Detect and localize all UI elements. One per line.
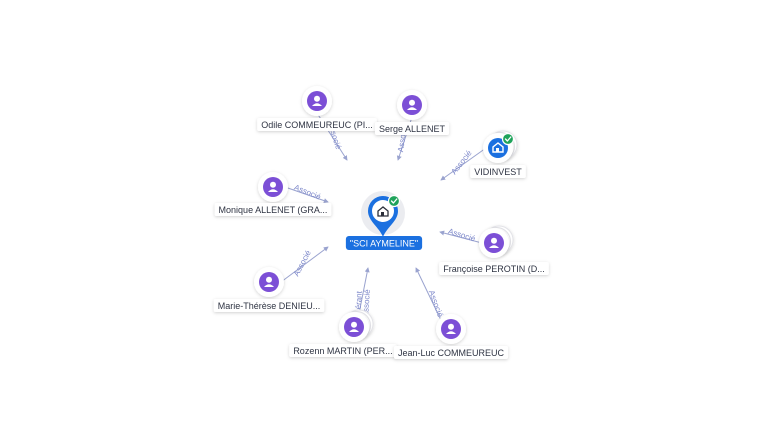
center-node[interactable] — [361, 191, 405, 237]
node-jeanluc[interactable] — [436, 314, 466, 344]
center-label-text: "SCI AYMELINE" — [350, 239, 418, 249]
node-label-serge-text: Serge ALLENET — [379, 124, 446, 134]
verified-check-icon — [501, 132, 515, 146]
edge-francoise — [439, 230, 483, 244]
node-odile[interactable] — [302, 86, 332, 116]
building-icon — [377, 206, 389, 217]
person-icon — [307, 91, 327, 111]
node-label-marie-text: Marie-Thérèse DENIEU... — [218, 301, 321, 311]
node-label-odile-text: Odile COMMEUREUC (PI... — [261, 120, 373, 130]
node-vidinvest[interactable] — [483, 130, 518, 163]
edge-vidinvest — [440, 147, 487, 181]
edge-relation-label: Associé — [427, 289, 445, 319]
node-label-francoise[interactable]: Françoise PEROTIN (D... — [439, 262, 549, 275]
center-label[interactable]: "SCI AYMELINE" — [345, 236, 423, 250]
edge-relation-label: Associé — [361, 288, 372, 317]
verified-check-icon — [387, 194, 401, 208]
edge-monique — [284, 186, 329, 203]
node-francoise[interactable] — [479, 225, 514, 258]
node-label-francoise-text: Françoise PEROTIN (D... — [443, 264, 545, 274]
node-label-odile[interactable]: Odile COMMEUREUC (PI... — [257, 118, 377, 131]
edge-relation-label: Associé — [292, 248, 313, 277]
person-icon — [259, 272, 279, 292]
node-serge[interactable] — [397, 90, 427, 120]
node-label-marie[interactable]: Marie-Thérèse DENIEU... — [213, 299, 325, 312]
node-monique[interactable] — [258, 172, 288, 202]
edge-marie — [280, 246, 329, 283]
edge-relation-label: Gérant — [353, 290, 364, 316]
node-label-monique-text: Monique ALLENET (GRA... — [219, 205, 328, 215]
node-label-rozenn-text: Rozenn MARTIN (PER... — [293, 346, 392, 356]
node-label-vidinvest[interactable]: VIDINVEST — [470, 165, 526, 178]
person-icon — [484, 233, 504, 253]
person-icon — [263, 177, 283, 197]
node-marie[interactable] — [254, 267, 284, 297]
node-label-vidinvest-text: VIDINVEST — [474, 167, 522, 177]
node-label-jeanluc-text: Jean-Luc COMMEUREUC — [398, 348, 505, 358]
person-icon — [441, 319, 461, 339]
node-label-jeanluc[interactable]: Jean-Luc COMMEUREUC — [393, 346, 509, 359]
person-icon — [344, 317, 364, 337]
node-label-rozenn[interactable]: Rozenn MARTIN (PER... — [289, 344, 397, 357]
edge-relation-label: Associé — [293, 183, 323, 202]
company-building-icon — [488, 138, 508, 158]
person-icon — [402, 95, 422, 115]
node-label-monique[interactable]: Monique ALLENET (GRA... — [214, 203, 332, 216]
edge-relation-label: Associé — [447, 227, 477, 244]
node-label-serge[interactable]: Serge ALLENET — [374, 122, 450, 135]
node-rozenn[interactable] — [339, 309, 374, 342]
